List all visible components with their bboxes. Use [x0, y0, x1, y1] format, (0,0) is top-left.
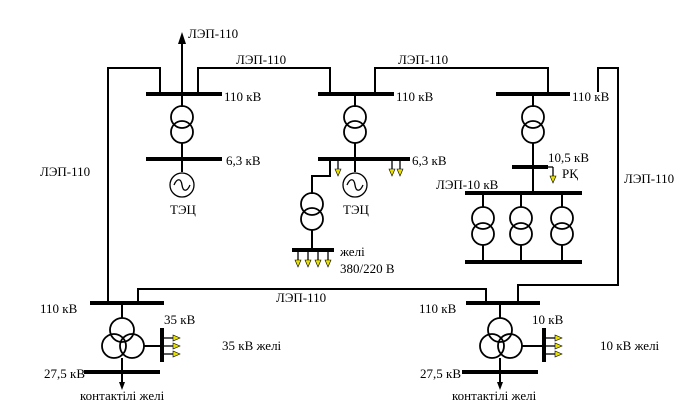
transformer-winding-icon [509, 222, 533, 246]
label-lep-left: ЛЭП-110 [40, 164, 90, 179]
feeder-arrow-icon [334, 159, 342, 177]
label-bus3-105: 10,5 кВ [548, 150, 589, 165]
feeder-arrow-icon [388, 159, 396, 177]
label-rq: РҚ [562, 166, 578, 181]
generator-icon [342, 172, 368, 198]
transformer-winding-icon [509, 206, 533, 230]
label-tec-1: ТЭЦ [170, 202, 197, 217]
label-lep-right: ЛЭП-110 [624, 171, 674, 186]
transformer-winding-icon [170, 120, 194, 144]
feeder-arrow-icon [294, 250, 302, 268]
contact-line-arrow-icon [497, 382, 503, 390]
feeder-arrow-icon [396, 159, 404, 177]
feeder-arrow-icon [304, 250, 312, 268]
transformer-winding-icon [487, 317, 513, 343]
label-lep-top: ЛЭП-110 [188, 26, 238, 41]
label-sub-right-275: 27,5 кВ [420, 366, 461, 381]
transformer-winding-icon [550, 222, 574, 246]
transformer-winding-icon [479, 333, 505, 359]
transformer-winding-icon [550, 206, 574, 230]
transformer-winding-icon [101, 333, 127, 359]
substation-10kv [465, 92, 582, 264]
transformer-winding-icon [521, 105, 545, 129]
feeder-arrow-icon [545, 342, 563, 350]
feeder-arrow-icon [163, 350, 181, 358]
label-bus2-63: 6,3 кВ [412, 153, 447, 168]
label-sub-left-35: 35 кВ [164, 312, 196, 327]
label-zheli: желі [339, 244, 365, 259]
label-bus2-110: 110 кВ [396, 89, 434, 104]
label-bus1-63: 6,3 кВ [226, 153, 261, 168]
transformer-winding-icon [300, 192, 324, 216]
contact-line-arrow-icon [119, 382, 125, 390]
label-tec-2: ТЭЦ [343, 202, 370, 217]
label-lep-upper-right: ЛЭП-110 [398, 52, 448, 67]
label-sub-left-110: 110 кВ [40, 301, 78, 316]
label-sub-right-contact: контактілі желі [452, 388, 537, 403]
feeder-arrow-icon [545, 334, 563, 342]
lep-arrow-up-icon [178, 32, 186, 44]
label-sub-left-feed: 35 кВ желі [222, 338, 282, 353]
transformer-winding-icon [471, 206, 495, 230]
transformer-winding-icon [300, 207, 324, 231]
substation-right [462, 301, 563, 390]
label-bus1-110: 110 кВ [224, 89, 262, 104]
label-380-220: 380/220 В [340, 261, 395, 276]
label-bus3-110: 110 кВ [572, 89, 610, 104]
label-sub-left-275: 27,5 кВ [44, 366, 85, 381]
feeder-arrow-icon [314, 250, 322, 268]
label-sub-left-contact: контактілі желі [80, 388, 165, 403]
station-tec-1 [146, 32, 222, 198]
feeder-arrow-icon [545, 350, 563, 358]
feeder-arrow-icon [549, 166, 557, 184]
label-lep-10: ЛЭП-10 кВ [436, 177, 499, 192]
transformer-group [471, 193, 574, 261]
transformer-winding-icon [471, 222, 495, 246]
generator-icon [169, 172, 195, 198]
labels: ЛЭП-110 ЛЭП-110 ЛЭП-110 ЛЭП-110 ЛЭП-110 … [40, 26, 674, 403]
ring-lines [107, 67, 619, 302]
transformer-winding-icon [521, 120, 545, 144]
substation-left [84, 301, 181, 390]
label-sub-right-110: 110 кВ [419, 301, 457, 316]
transformer-winding-icon [343, 120, 367, 144]
station-tec-2 [292, 92, 410, 268]
label-sub-right-10: 10 кВ [532, 312, 564, 327]
transformer-winding-icon [109, 317, 135, 343]
transformer-winding-icon [343, 105, 367, 129]
feeder-arrow-icon [163, 334, 181, 342]
transformer-winding-icon [170, 105, 194, 129]
label-lep-upper-left: ЛЭП-110 [236, 52, 286, 67]
feeder-arrow-icon [163, 342, 181, 350]
label-lep-bottom: ЛЭП-110 [276, 290, 326, 305]
label-sub-right-feed: 10 кВ желі [600, 338, 660, 353]
feeder-arrow-icon [324, 250, 332, 268]
